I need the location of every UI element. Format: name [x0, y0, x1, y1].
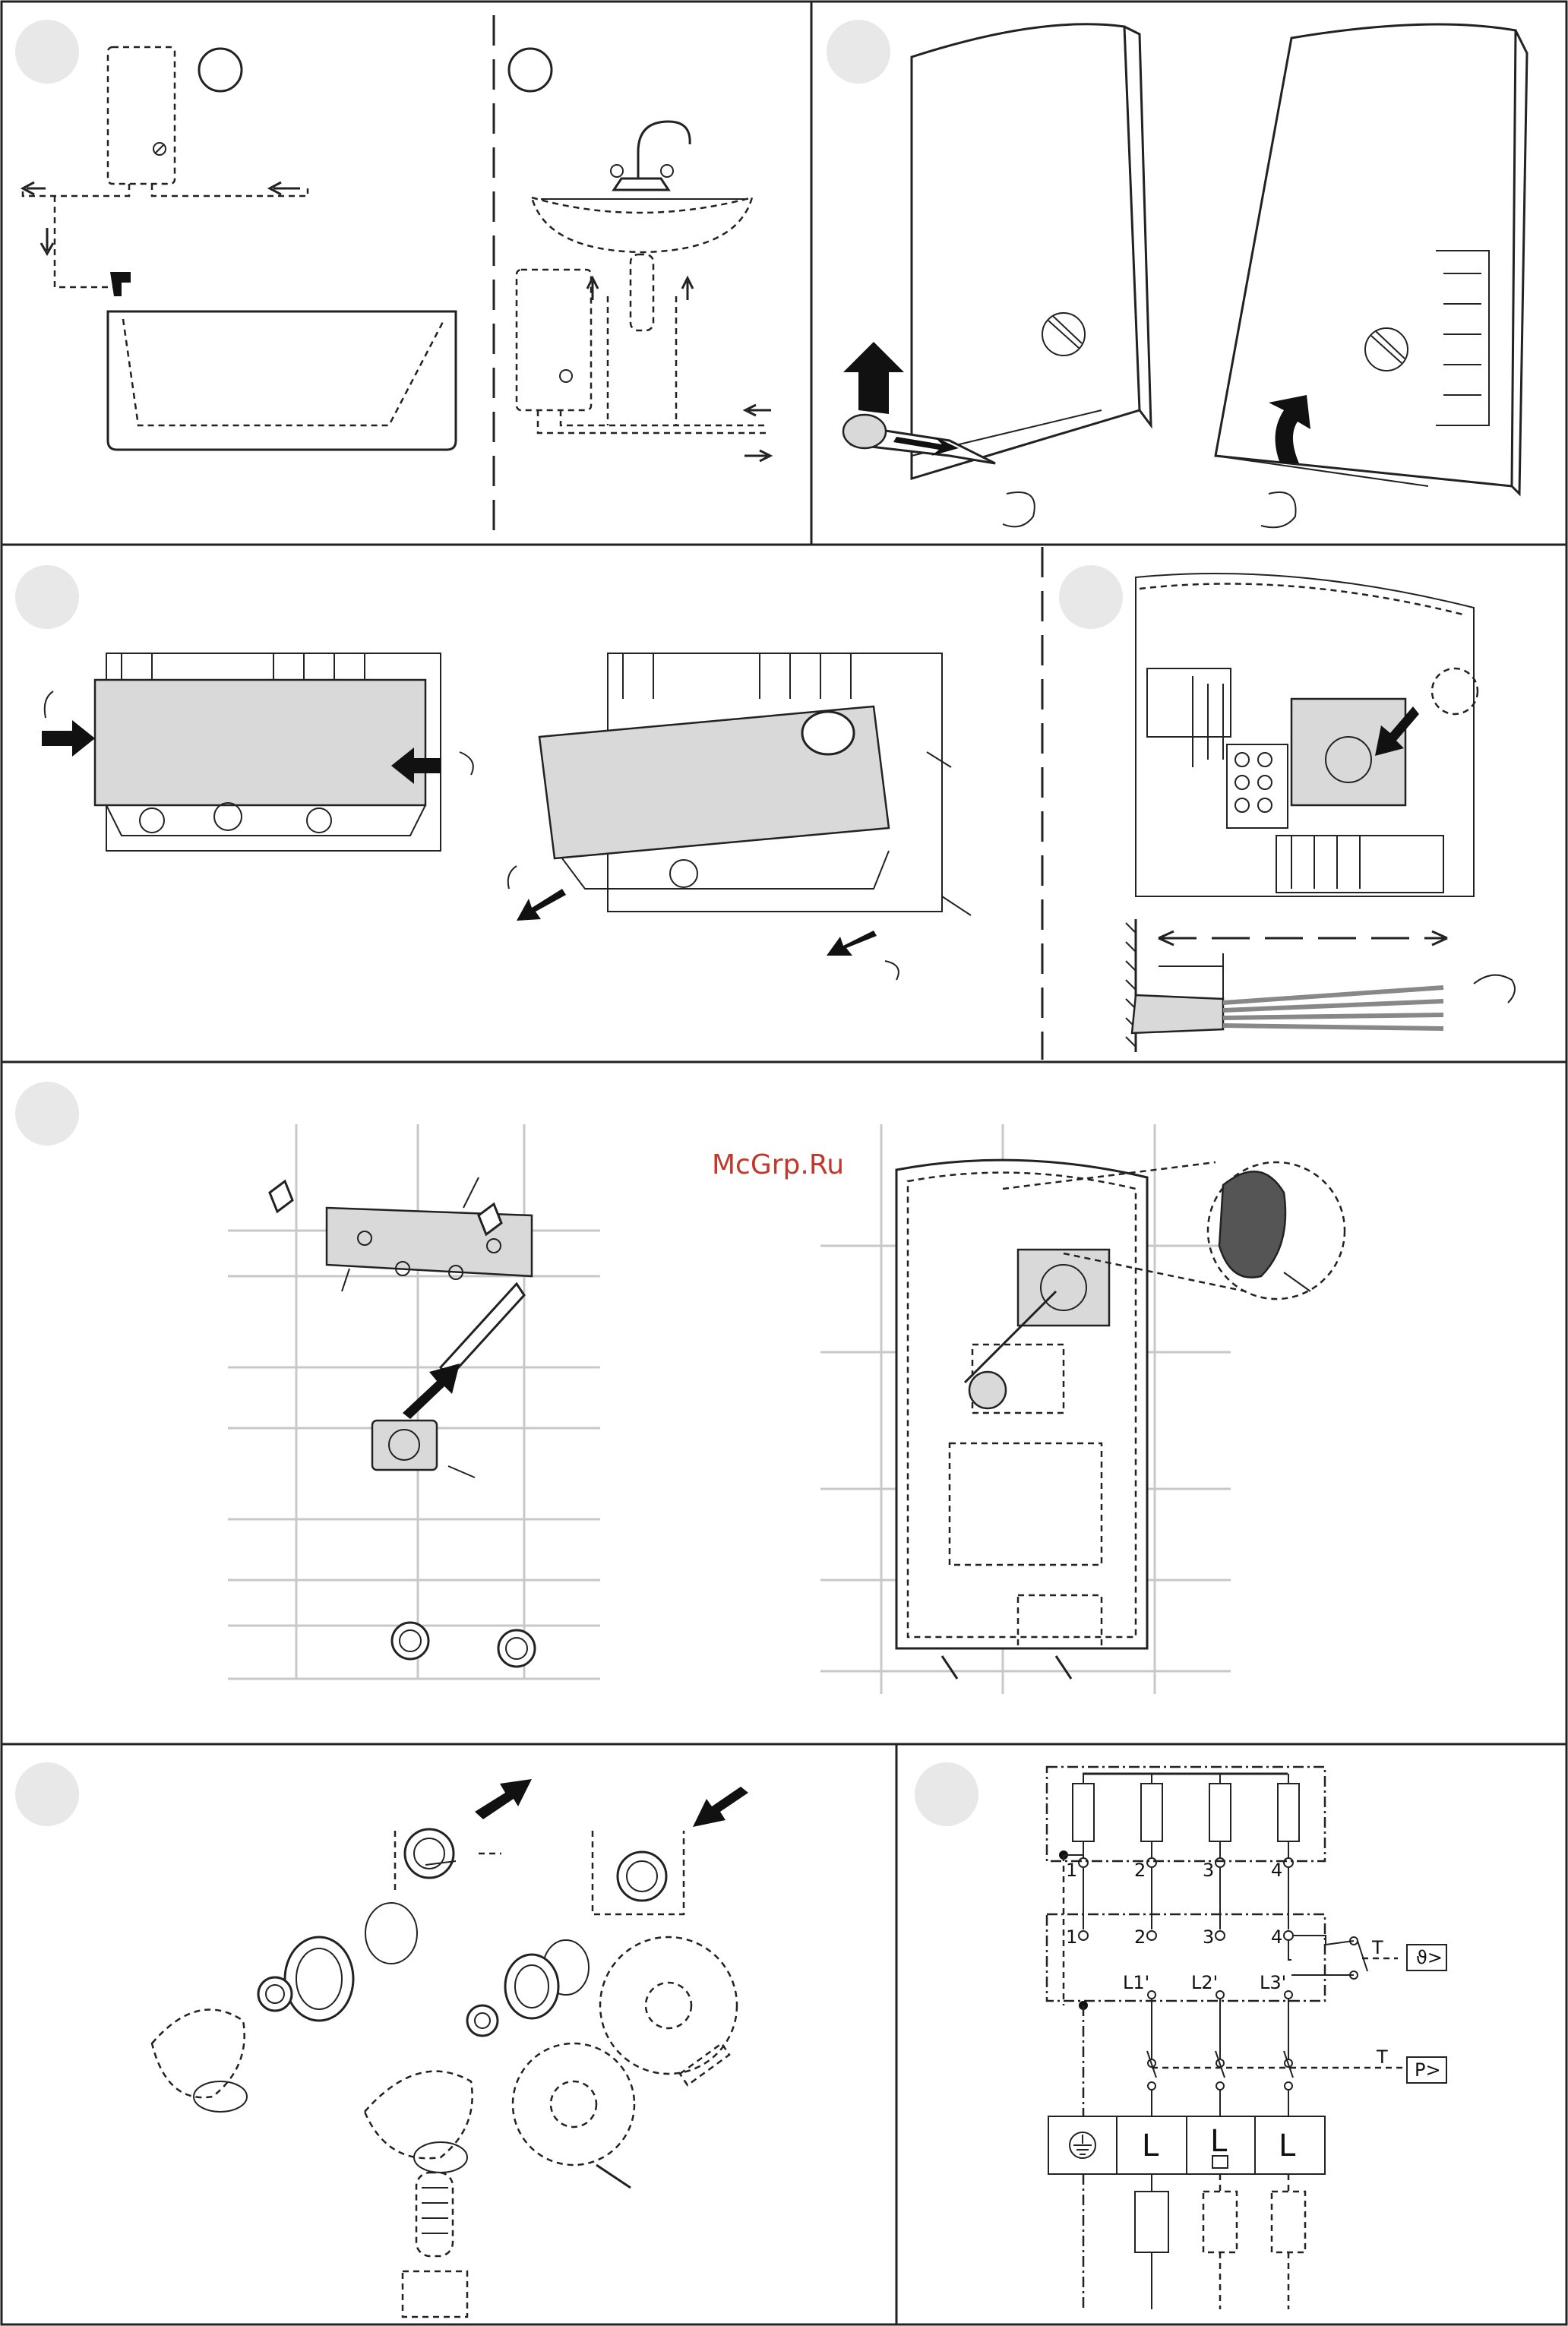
temp-limiter-switch-label: T [1371, 1937, 1383, 1958]
inflow-arrow-icon [693, 1787, 748, 1827]
cover-removal-drawing [843, 24, 1527, 528]
step-badge-5 [15, 1082, 79, 1146]
step-badge-2 [827, 20, 890, 84]
insert-arrow-icon [403, 1364, 460, 1419]
wall-mounting-drawing: McGrp.Ru [228, 1124, 1345, 1694]
heating-element-resistors [1073, 1774, 1299, 1841]
earth-icon [1070, 2132, 1095, 2158]
block-terminal-l3: L [1279, 2128, 1296, 2163]
step-badge-4 [1059, 565, 1123, 629]
step-badge-7 [915, 1762, 978, 1826]
fuse-l2 [1203, 2192, 1237, 2252]
pull-arrow-icon [517, 889, 566, 921]
flow-arrow-icon [744, 450, 770, 461]
cable-preparation-drawing [1126, 574, 1515, 1052]
flow-arrow-icon [23, 182, 46, 194]
push-arrow-icon [42, 720, 95, 757]
bathtub-installation-drawing [23, 47, 456, 450]
watermark-text: McGrp.Ru [712, 1149, 844, 1180]
terminal-top-3: 3 [1203, 1860, 1214, 1881]
wiring-diagram: 1 2 3 4 1 2 3 4 T ϑ> L1' L2' L3' [1047, 1767, 1446, 2309]
pull-arrow-icon [827, 931, 877, 956]
step-badge-1 [15, 20, 79, 84]
step-badge-3 [15, 565, 79, 629]
terminal-mid-4: 4 [1271, 1926, 1282, 1948]
washbasin-installation-drawing [509, 49, 771, 461]
phase-label-l2: L2' [1191, 1972, 1218, 1993]
fuse-l1 [1135, 2192, 1168, 2252]
flow-arrow-icon [587, 278, 598, 300]
terminal-top-2: 2 [1134, 1860, 1146, 1881]
bathtub-outline [108, 311, 456, 450]
block-terminal-l2: L [1210, 2124, 1228, 2159]
flow-arrow-icon [682, 278, 693, 300]
temp-limiter-symbol: ϑ> [1416, 1947, 1443, 1968]
terminal-top-1: 1 [1066, 1860, 1077, 1881]
outflow-arrow-icon [475, 1779, 532, 1819]
flow-arrow-icon [745, 405, 771, 416]
pressure-switch-symbol: P> [1415, 2059, 1441, 2081]
terminal-cover-removal-drawing [42, 653, 971, 980]
fuse-l3 [1272, 2192, 1305, 2252]
water-connection-exploded-drawing [152, 1779, 748, 2317]
phase-label-l3: L3' [1260, 1972, 1286, 1993]
terminal-mid-2: 2 [1134, 1926, 1146, 1948]
terminal-mid-3: 3 [1203, 1926, 1214, 1948]
terminal-mid-1: 1 [1066, 1926, 1077, 1948]
step-badge-6 [15, 1762, 79, 1826]
lift-arrow-icon [843, 342, 904, 414]
flow-arrow-icon [41, 228, 53, 254]
block-terminal-l1: L [1142, 2128, 1159, 2163]
terminal-top-4: 4 [1271, 1860, 1282, 1881]
phase-label-l1: L1' [1123, 1972, 1149, 1993]
flow-arrow-icon [270, 182, 300, 194]
pressure-switch-label: T [1376, 2046, 1388, 2068]
